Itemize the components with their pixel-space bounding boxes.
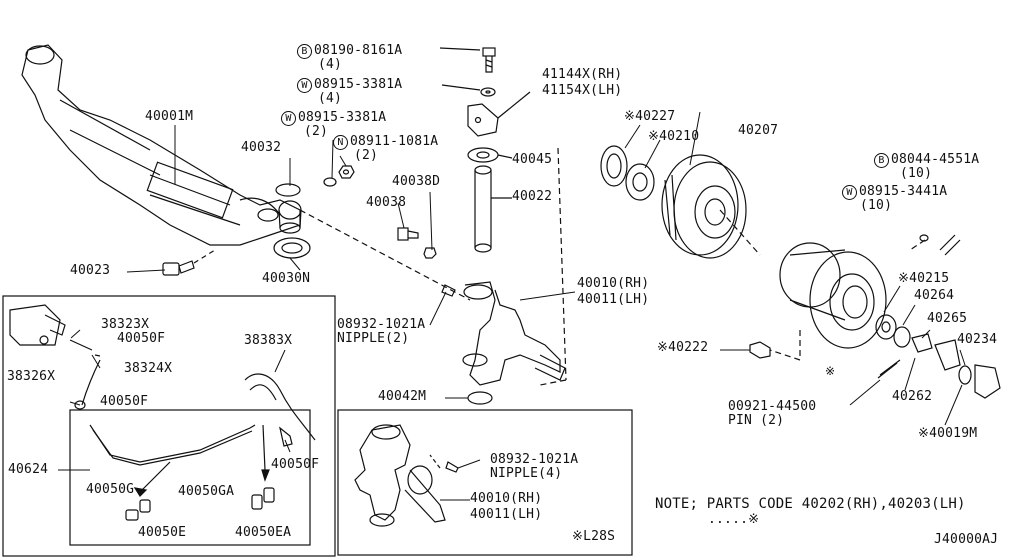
part-38323X: 38323X [101, 317, 150, 332]
part-08932-1021A: 08932-1021A [337, 317, 426, 332]
part-40032: 40032 [241, 140, 282, 155]
hose-bracket-drawing [9, 304, 316, 447]
part-number-08915-3381A-top: 08915-3381A [314, 77, 403, 92]
part-40050F-mid: 40050F [100, 394, 149, 409]
part-40019M: ※40019M [918, 426, 978, 441]
part-38383X: 38383X [244, 333, 293, 348]
brake-tube-inner-frame [69, 409, 311, 546]
part-40030N: 40030N [262, 271, 311, 286]
qty-08190: (4) [318, 57, 343, 72]
leader-lines [58, 111, 966, 501]
bolt-symbol-b: B [297, 44, 312, 59]
part-40265: 40265 [927, 311, 968, 326]
wheel-hub-drawing [779, 242, 887, 349]
qty-08044: (10) [900, 166, 933, 181]
qty-08915-hub: (10) [860, 198, 893, 213]
hub-bolts-drawing [749, 234, 961, 359]
bearing-seal-drawing [600, 145, 655, 201]
part-number-08911-1081A: 08911-1081A [350, 134, 439, 149]
part-40022: 40022 [512, 189, 553, 204]
part-40010-rh-inset: 40010(RH) [470, 491, 543, 506]
part-40038D: 40038D [392, 174, 441, 189]
part-40050F-upper: 40050F [117, 331, 166, 346]
stopper-bolt-drawing [397, 227, 437, 259]
kingpin-drawing [467, 147, 513, 253]
part-40050GA: 40050GA [178, 484, 235, 499]
washer-symbol-w-mid: W [281, 111, 296, 126]
part-40050G: 40050G [86, 482, 135, 497]
qty-08915-mid: (2) [304, 124, 329, 139]
nipple-qty-2: NIPPLE(2) [337, 331, 410, 346]
part-40050E: 40050E [138, 525, 187, 540]
qty-08915-top: (4) [318, 91, 343, 106]
diagram-code: J40000AJ [934, 532, 999, 547]
part-08932-1021A-inset: 08932-1021A [490, 452, 579, 467]
part-number-08915-3381A-mid: 08915-3381A [298, 110, 387, 125]
part-00921-44500: 00921-44500 [728, 399, 817, 414]
washer-nut-drawing [323, 165, 355, 187]
part-40038: 40038 [366, 195, 407, 210]
l28s-inset-frame [337, 409, 633, 556]
part-40262: 40262 [892, 389, 933, 404]
part-40207: 40207 [738, 123, 779, 138]
part-number-08044-4551A: 08044-4551A [891, 152, 980, 167]
star-mark-hub: ※ [825, 364, 836, 378]
washer-symbol-w-hub: W [842, 185, 857, 200]
nipple-qty-4: NIPPLE(4) [490, 466, 563, 481]
part-number-08190-8161A: 08190-8161A [314, 43, 403, 58]
part-number-08915-3441A: 08915-3441A [859, 184, 948, 199]
part-40011-lh: 40011(LH) [577, 292, 650, 307]
bolt-40023-drawing [162, 249, 216, 276]
hub-nut-parts-drawing [875, 314, 1001, 399]
part-40222: ※40222 [657, 340, 709, 355]
qty-08911: (2) [354, 148, 379, 163]
part-40050F-lower: 40050F [271, 457, 320, 472]
part-41144X: 41144X(RH) [542, 67, 623, 82]
l28s-variant-label: ※L28S [572, 529, 616, 544]
part-40042M: 40042M [378, 389, 427, 404]
part-40010-rh: 40010(RH) [577, 276, 650, 291]
part-41154X: 41154X(LH) [542, 83, 623, 98]
note-star-mark: .....※ [708, 512, 760, 527]
assembly-lines [299, 147, 926, 386]
bolt-symbol-b-hub: B [874, 153, 889, 168]
part-40001M: 40001M [145, 109, 194, 124]
nut-symbol-n: N [333, 135, 348, 150]
brake-rotor-drawing [661, 154, 747, 259]
parts-code-note: NOTE; PARTS CODE 40202(RH),40203(LH) [655, 496, 966, 512]
part-40234: 40234 [957, 332, 998, 347]
part-40215: ※40215 [898, 271, 950, 286]
part-40045: 40045 [512, 152, 553, 167]
part-40210: ※40210 [648, 129, 700, 144]
ball-joint-drawing [273, 183, 311, 259]
part-40227: ※40227 [624, 109, 676, 124]
steering-knuckle-drawing [441, 281, 566, 405]
pin-qty-2: PIN (2) [728, 413, 785, 428]
lock-plate-drawing [467, 91, 531, 137]
l28s-knuckle-drawing [354, 424, 459, 527]
part-40023: 40023 [70, 263, 111, 278]
part-38326X: 38326X [7, 369, 56, 384]
part-40011-lh-inset: 40011(LH) [470, 507, 543, 522]
washer-symbol-w: W [297, 78, 312, 93]
brake-hose-inset-frame [2, 295, 336, 557]
top-fasteners-drawing [439, 47, 496, 97]
part-38324X: 38324X [124, 361, 173, 376]
part-40624: 40624 [8, 462, 49, 477]
part-40050EA: 40050EA [235, 525, 292, 540]
brake-tube-drawing [89, 424, 275, 521]
part-40264: 40264 [914, 288, 955, 303]
